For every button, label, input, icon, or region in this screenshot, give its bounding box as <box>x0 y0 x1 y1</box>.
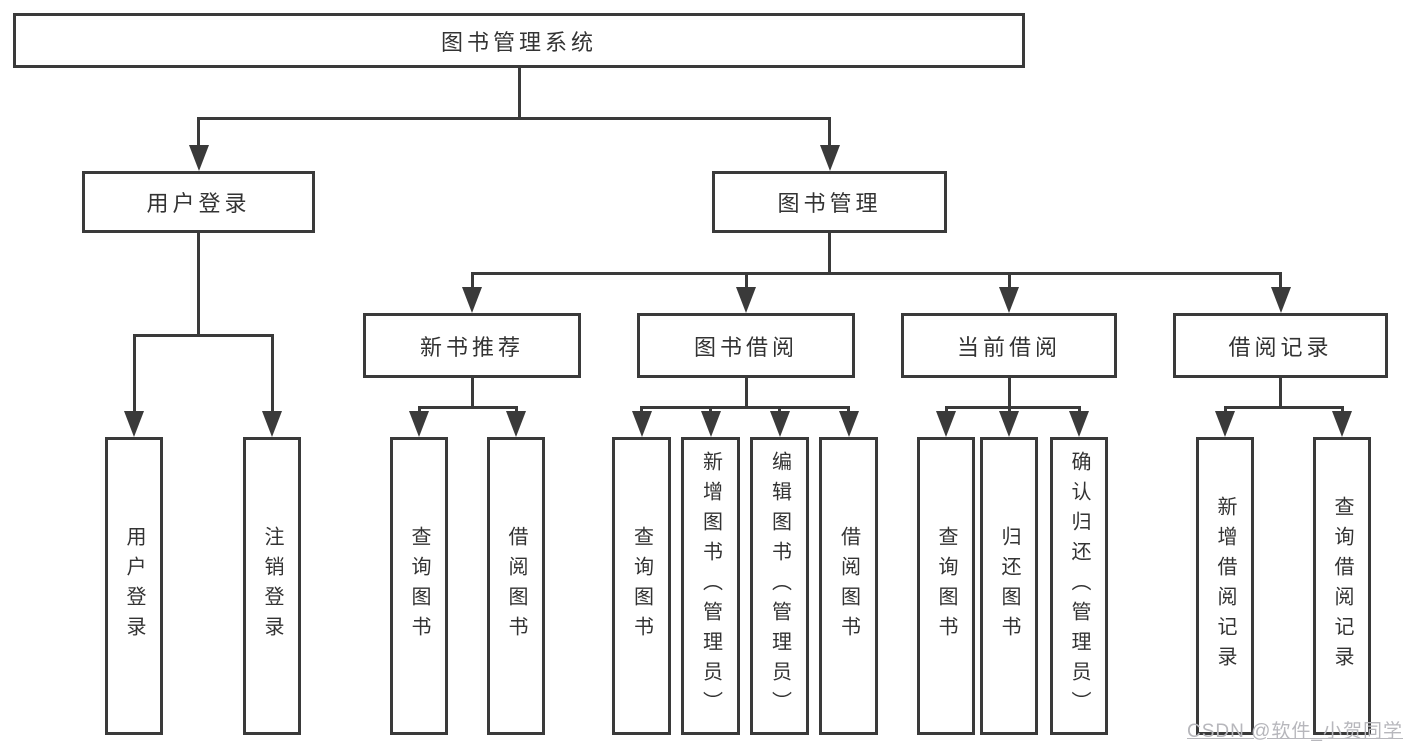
node-label: 图书借阅 <box>693 334 798 360</box>
node-label: 查询借阅记录 <box>1331 496 1353 676</box>
arrow-down-icon <box>736 287 756 313</box>
connector-trunk-line <box>828 233 831 273</box>
connector-branch-line <box>197 116 831 120</box>
arrow-down-icon <box>819 145 840 171</box>
connector-stem-line <box>709 407 712 411</box>
node-current-borrow: 当前借阅 <box>901 313 1117 378</box>
connector-trunk-line <box>744 378 748 407</box>
arrow-down-icon <box>1332 411 1352 437</box>
connector-stem-line <box>1007 273 1011 287</box>
csdn-watermark: CSDN @软件_小贺同学 <box>1187 721 1403 742</box>
arrow-down-icon <box>124 411 144 437</box>
node-label: 新增图书（管理员） <box>699 451 722 721</box>
arrow-down-icon <box>1270 287 1291 313</box>
connector-stem-line <box>944 407 948 411</box>
arrow-down-icon <box>462 287 482 313</box>
node-label: 借阅记录 <box>1228 334 1333 360</box>
node-leaf-user-login: 用户登录 <box>105 437 163 735</box>
arrow-down-icon <box>188 145 209 171</box>
connector-stem-line <box>778 407 781 411</box>
arrow-down-icon <box>409 411 429 437</box>
node-label: 查询图书 <box>935 526 957 646</box>
connector-branch-line <box>640 405 850 409</box>
connector-trunk-line <box>470 378 474 407</box>
arrow-down-icon <box>1069 411 1089 437</box>
node-leaf-borrow-add: 新增图书（管理员） <box>681 437 740 735</box>
connector-branch-line <box>944 405 1081 409</box>
connector-stem-line <box>640 407 643 411</box>
node-label: 确认归还（管理员） <box>1068 451 1090 721</box>
node-leaf-current-confirm: 确认归还（管理员） <box>1050 437 1108 735</box>
node-book-mgmt: 图书管理 <box>712 171 947 233</box>
node-leaf-current-query: 查询图书 <box>917 437 975 735</box>
arrow-down-icon <box>769 411 790 437</box>
connector-stem-line <box>1223 407 1227 411</box>
connector-stem-line <box>470 273 474 287</box>
connector-trunk-line <box>1007 378 1011 407</box>
node-leaf-newbook-borrow: 借阅图书 <box>487 437 545 735</box>
node-label: 编辑图书（管理员） <box>768 451 791 721</box>
node-label: 借阅图书 <box>505 526 527 646</box>
node-root: 图书管理系统 <box>13 13 1025 68</box>
node-leaf-newbook-query: 查询图书 <box>390 437 448 735</box>
node-label: 归还图书 <box>998 526 1020 646</box>
arrow-down-icon <box>631 411 652 437</box>
node-label: 借阅图书 <box>837 526 860 646</box>
node-label: 图书管理系统 <box>440 29 597 55</box>
node-user-login: 用户登录 <box>82 171 315 233</box>
node-label: 查询图书 <box>630 526 653 646</box>
connector-stem-line <box>417 407 421 411</box>
node-leaf-logout: 注销登录 <box>243 437 301 735</box>
node-label: 图书管理 <box>777 191 882 216</box>
connector-branch-line <box>470 271 1282 275</box>
arrow-down-icon <box>506 411 526 437</box>
connector-stem-line <box>1340 407 1344 411</box>
connector-stem-line <box>1077 407 1081 411</box>
node-label: 查询图书 <box>408 526 430 646</box>
connector-branch-line <box>1223 405 1344 409</box>
connector-stem-line <box>1279 273 1282 287</box>
connector-stem-line <box>744 273 748 287</box>
node-label: 用户登录 <box>146 191 251 216</box>
connector-branch-line <box>132 333 274 337</box>
connector-trunk-line <box>197 233 200 335</box>
node-leaf-borrow-edit: 编辑图书（管理员） <box>750 437 809 735</box>
node-label: 新书推荐 <box>419 334 524 360</box>
connector-trunk-line <box>517 68 521 118</box>
node-leaf-borrow-borrow: 借阅图书 <box>819 437 878 735</box>
arrow-down-icon <box>262 411 282 437</box>
connector-branch-line <box>417 405 518 409</box>
connector-stem-line <box>847 407 850 411</box>
arrow-down-icon <box>999 287 1019 313</box>
node-leaf-records-add: 新增借阅记录 <box>1196 437 1254 735</box>
arrow-down-icon <box>936 411 956 437</box>
connector-stem-line <box>514 407 518 411</box>
arrow-down-icon <box>999 411 1019 437</box>
node-leaf-records-query: 查询借阅记录 <box>1313 437 1371 735</box>
connector-stem-line <box>1007 407 1011 411</box>
node-label: 当前借阅 <box>956 334 1061 360</box>
connector-stem-line <box>270 335 274 411</box>
node-label: 新增借阅记录 <box>1214 496 1236 676</box>
connector-stem-line <box>197 118 200 145</box>
arrow-down-icon <box>1215 411 1235 437</box>
node-new-book-recommend: 新书推荐 <box>363 313 581 378</box>
arrow-down-icon <box>838 411 859 437</box>
node-leaf-current-return: 归还图书 <box>980 437 1038 735</box>
connector-stem-line <box>132 335 136 411</box>
arrow-down-icon <box>700 411 721 437</box>
node-borrow-records: 借阅记录 <box>1173 313 1388 378</box>
node-label: 注销登录 <box>261 526 283 646</box>
connector-stem-line <box>828 118 831 145</box>
node-label: 用户登录 <box>123 526 145 646</box>
node-leaf-borrow-query: 查询图书 <box>612 437 671 735</box>
node-book-borrow: 图书借阅 <box>637 313 855 378</box>
connector-trunk-line <box>1279 378 1282 407</box>
